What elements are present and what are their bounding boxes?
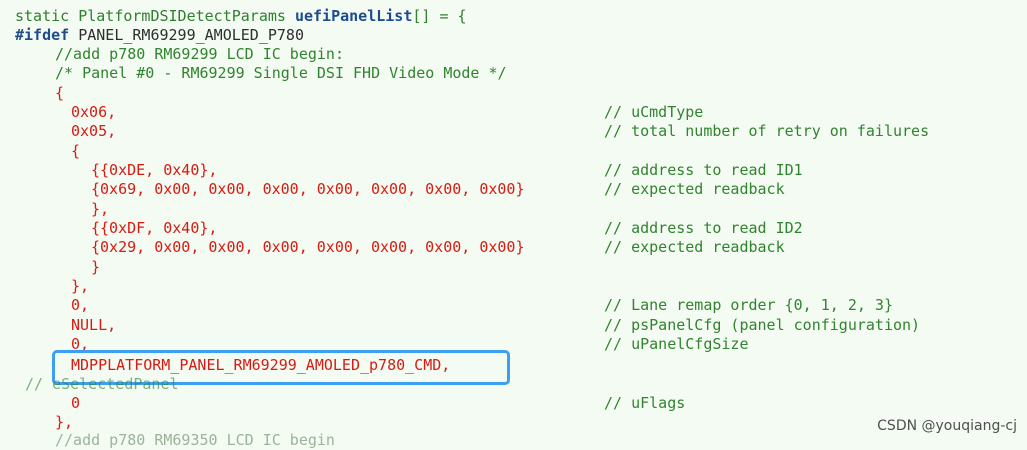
code-line-23: //add p780 RM69350 LCD IC begin [55, 431, 335, 449]
watermark: CSDN @youqiang-cj [877, 418, 1017, 434]
code-line-10: {0x69, 0x00, 0x00, 0x00, 0x00, 0x00, 0x0… [91, 180, 525, 198]
code-line-17: NULL, [71, 316, 117, 334]
code-line-13: {0x29, 0x00, 0x00, 0x00, 0x00, 0x00, 0x0… [91, 238, 525, 256]
array-name: uefiPanelList [294, 7, 413, 25]
array-initializer: [] = { [412, 7, 467, 25]
type-declaration: static PlatformDSIDetectParams [15, 7, 295, 25]
code-line-20: // eSelectedPanel [25, 375, 179, 393]
code-comment-16: // Lane remap order {0, 1, 2, 3} [604, 296, 893, 314]
code-comment-10: // expected readback [604, 180, 785, 198]
selection-highlight-box [52, 350, 510, 385]
code-line-8: { [71, 142, 81, 160]
code-line-3: //add p780 RM69299 LCD IC begin: [55, 45, 344, 63]
macro-name: PANEL_RM69299_AMOLED_P780 [69, 26, 304, 44]
code-line-2: #ifdef PANEL_RM69299_AMOLED_P780 [15, 26, 304, 45]
code-line-15: }, [71, 277, 90, 295]
code-line-21: 0 [71, 394, 81, 412]
code-line-11: }, [91, 200, 110, 218]
code-comment-17: // psPanelCfg (panel configuration) [604, 316, 921, 334]
code-comment-12: // address to read ID2 [604, 219, 803, 237]
code-line-16: 0, [71, 296, 90, 314]
code-line-18: 0, [71, 335, 90, 353]
code-comment-18: // uPanelCfgSize [604, 335, 749, 353]
code-line-6: 0x06, [71, 103, 117, 121]
code-comment-13: // expected readback [604, 238, 785, 256]
preprocessor-directive: #ifdef [15, 26, 70, 44]
code-comment-7: // total number of retry on failures [604, 122, 930, 140]
code-line-1: static PlatformDSIDetectParams uefiPanel… [15, 7, 467, 26]
code-comment-9: // address to read ID1 [604, 161, 803, 179]
code-line-9: {{0xDE, 0x40}, [91, 161, 218, 179]
code-comment-6: // uCmdType [604, 103, 704, 121]
code-line-22: }, [55, 413, 74, 431]
code-line-14: } [91, 258, 101, 276]
code-line-7: 0x05, [71, 122, 117, 140]
code-comment-21: // uFlags [604, 394, 686, 412]
code-line-12: {{0xDF, 0x40}, [91, 219, 218, 237]
code-line-19: MDPPLATFORM_PANEL_RM69299_AMOLED_p780_CM… [71, 356, 451, 374]
code-line-5: { [55, 84, 65, 102]
code-line-4: /* Panel #0 - RM69299 Single DSI FHD Vid… [55, 64, 507, 82]
